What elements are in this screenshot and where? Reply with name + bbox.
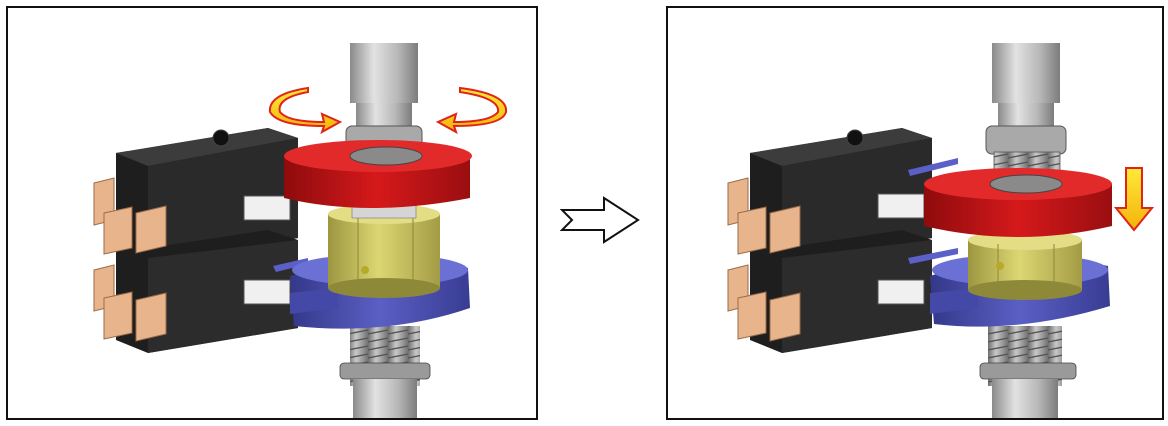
dual-microswitch bbox=[728, 128, 958, 353]
after-panel bbox=[666, 6, 1164, 420]
red-collar bbox=[924, 168, 1112, 237]
yellow-nut bbox=[328, 204, 440, 298]
down-arrow-icon bbox=[1116, 168, 1152, 230]
dual-microswitch bbox=[94, 128, 308, 353]
red-collar bbox=[284, 140, 472, 208]
before-panel bbox=[6, 6, 538, 420]
right-outline-arrow-icon bbox=[560, 196, 642, 244]
after-illustration bbox=[668, 8, 1162, 418]
yellow-nut bbox=[968, 230, 1082, 300]
before-illustration bbox=[8, 8, 536, 418]
